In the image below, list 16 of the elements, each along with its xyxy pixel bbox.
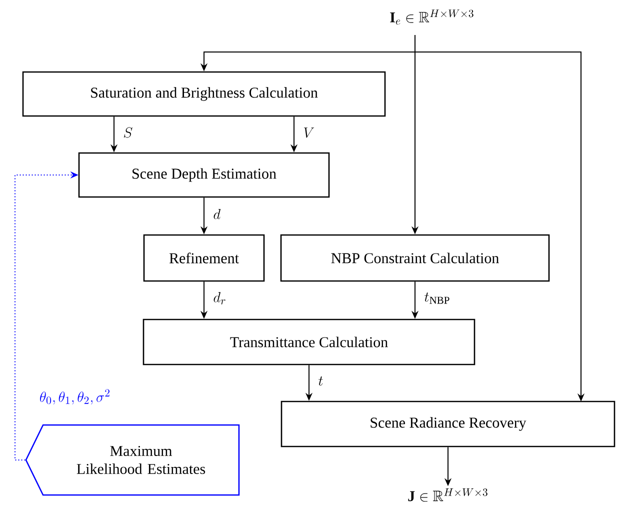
process-box: Transmittance Calculation: [142, 318, 476, 366]
edge-label: $t$: [318, 376, 323, 386]
process-box: Saturation and Brightness Calculation: [22, 71, 386, 117]
image-symbol: $\mathbf{I}_e \in \mathbb{R}^{H\times W\times 3}$: [390, 10, 474, 25]
process-box: NBP Constraint Calculation: [280, 234, 550, 282]
image-symbol: $\mathbf{J} \in \mathbb{R}^{H\times W\times 3}$: [408, 488, 488, 502]
edge-label: $t_{\mathrm{NBP}}$: [424, 292, 450, 304]
process-box: Refinement: [143, 234, 265, 282]
estimate-box: Maximum Likelihood Estimates: [25, 424, 240, 496]
edge-label: $d$: [214, 209, 220, 220]
edge-label: $d_r$: [214, 292, 226, 304]
edge-label: $V$: [304, 128, 314, 138]
process-box: Scene Radiance Recovery: [280, 400, 616, 448]
edge-label: $\theta_0,\theta_1,\theta_2,\sigma^2$: [40, 389, 110, 404]
edge-label: $S$: [124, 127, 132, 138]
process-box: Scene Depth Estimation: [78, 152, 330, 198]
